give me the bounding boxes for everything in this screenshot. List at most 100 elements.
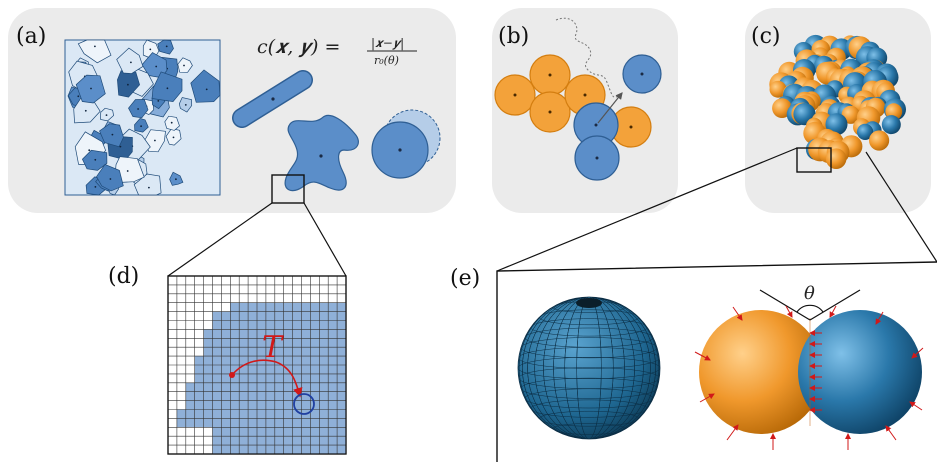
cell-center — [130, 61, 132, 64]
tessellation-cell — [157, 39, 174, 55]
blue-sphere — [798, 310, 922, 434]
grid-cell-filled — [212, 409, 222, 419]
grid-cell-filled — [337, 302, 346, 312]
grid-cell-filled — [274, 400, 284, 410]
grid-cell-filled — [292, 409, 302, 419]
grid-cell-filled — [274, 311, 284, 321]
panel-d-label: (d) — [108, 264, 139, 289]
grid-cell-filled — [337, 418, 346, 428]
grid-cell-filled — [310, 356, 320, 365]
grid-cell-filled — [203, 409, 213, 419]
grid-cell-filled — [212, 320, 222, 330]
grid-cell-filled — [221, 418, 231, 428]
cell-center — [94, 158, 97, 161]
grid-cell-filled — [248, 427, 257, 437]
grid-cell-filled — [283, 382, 293, 392]
orange-cluster — [494, 54, 652, 148]
outer-arrow — [909, 401, 923, 411]
grid-cell-filled — [221, 382, 231, 392]
grid-cell-filled — [265, 365, 275, 374]
grid-lines — [168, 276, 346, 454]
grid-cell-filled — [212, 338, 222, 348]
grid-cell-filled — [328, 338, 338, 348]
grid-cell-filled — [337, 347, 346, 357]
grid-cell-filled — [274, 391, 284, 401]
formula-lhs: c(𝒙, 𝒚) = — [257, 36, 340, 58]
outer-force-arrows — [694, 305, 924, 450]
grid-cell-filled — [337, 445, 346, 454]
grid-cell-filled — [221, 436, 231, 446]
grid-cell-filled — [265, 329, 275, 339]
grid-cell-filled — [257, 311, 266, 321]
grid-cell-filled — [292, 329, 302, 339]
cell-center — [119, 145, 122, 148]
grid-cell-filled — [265, 445, 275, 454]
grid-cell-filled — [337, 409, 346, 419]
grid-cell-filled — [203, 356, 213, 365]
grid-cell-filled — [257, 445, 266, 454]
cell-center — [111, 133, 114, 136]
grid-cell-filled — [301, 329, 311, 339]
grid-cell-filled — [301, 427, 311, 437]
grid-cell-filled — [185, 400, 195, 410]
grid-cell-filled — [239, 436, 249, 446]
grid-cell-filled — [301, 391, 311, 401]
grid-cell-filled — [257, 400, 266, 410]
grid-cell-filled — [212, 427, 222, 437]
grid-cell-filled — [212, 391, 222, 401]
grid-cell-filled — [248, 302, 257, 312]
grid-cell-filled — [319, 373, 329, 383]
grid-cell-filled — [301, 373, 311, 383]
grid-cell-filled — [230, 391, 240, 401]
curve-start-point — [229, 372, 235, 378]
grid-cell-filled — [257, 382, 266, 392]
grid-cell-filled — [221, 356, 231, 365]
grid-cell-filled — [212, 329, 222, 339]
grid-cell-filled — [301, 320, 311, 330]
grid-cell-filled — [337, 365, 346, 374]
grid-cell-filled — [283, 311, 293, 321]
grid-cell-filled — [203, 391, 213, 401]
cell-center — [140, 125, 143, 128]
grid-cell-filled — [212, 311, 222, 321]
grid-cell-filled — [239, 418, 249, 428]
grid-cell-filled — [257, 373, 266, 383]
grid-cell-filled — [274, 418, 284, 428]
cell-center — [175, 178, 177, 181]
cell-center — [148, 186, 150, 189]
grid-cell-filled — [292, 302, 302, 312]
transport-curve — [231, 359, 303, 398]
grid-cell-filled — [221, 391, 231, 401]
grid-cell-filled — [337, 329, 346, 339]
grid-cell-filled — [319, 347, 329, 357]
formula-numerator: |𝒙−𝒚| — [371, 36, 404, 50]
outer-arrow — [875, 311, 884, 325]
grid-cell-filled — [310, 391, 320, 401]
tessellation-cell — [116, 47, 144, 74]
grid-cell-filled — [292, 356, 302, 365]
grid-cell-filled — [274, 427, 284, 437]
panel-a-label: (a) — [16, 24, 46, 49]
grid-cell-filled — [212, 400, 222, 410]
grid-cell-filled — [230, 311, 240, 321]
grid-cell-filled — [248, 311, 257, 321]
grid-cell-filled — [230, 445, 240, 454]
grid-cell-filled — [230, 356, 240, 365]
grid-cell-filled — [221, 400, 231, 410]
grid-cell-filled — [265, 400, 275, 410]
panel-b: (b) — [492, 8, 678, 213]
blue-sphere — [881, 115, 901, 135]
grid-cell-filled — [328, 302, 338, 312]
outer-arrow — [726, 424, 739, 441]
grid-cell-filled — [328, 427, 338, 437]
grid-cell-filled — [274, 356, 284, 365]
grid-cell-filled — [239, 382, 249, 392]
cell-center — [105, 114, 108, 116]
grid-cell-filled — [301, 347, 311, 357]
trajectory-path — [555, 17, 619, 98]
tessellation-cell — [114, 156, 145, 184]
grid-cell-filled — [203, 418, 213, 428]
outer-arrow — [885, 425, 897, 441]
grid-cell-filled — [257, 427, 266, 437]
grid-cell-filled — [283, 329, 293, 339]
